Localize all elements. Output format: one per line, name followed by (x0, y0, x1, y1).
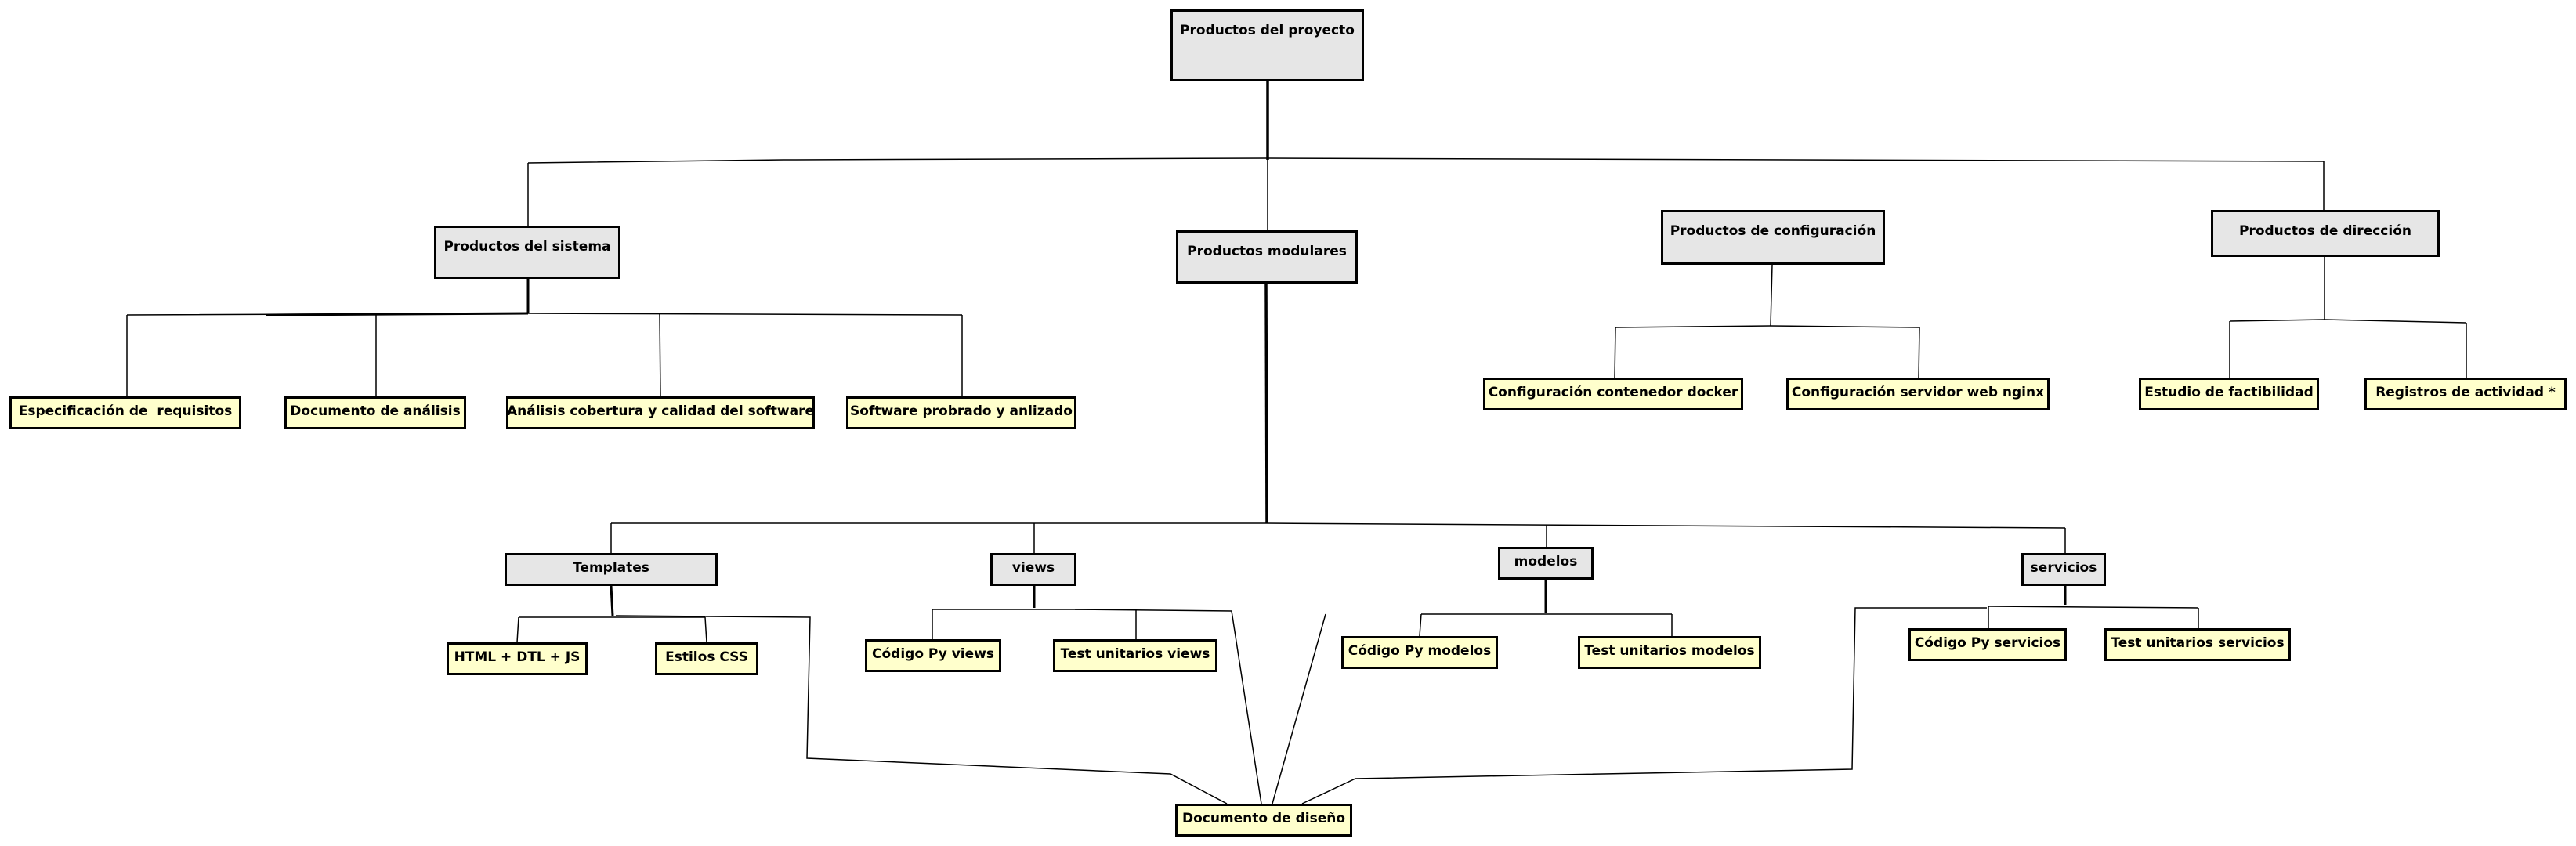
node-codigo-py-views: Código Py views (865, 639, 1001, 672)
node-servicios: servicios (2021, 553, 2106, 586)
connector-templates-stem (610, 585, 614, 616)
node-productos-modulares: Productos modulares (1176, 230, 1358, 284)
node-views: views (990, 553, 1076, 586)
connector-modelos-to-diseno (1272, 613, 1326, 804)
node-test-unitarios-views: Test unitarios views (1053, 639, 1217, 672)
connector-to-css (704, 616, 707, 643)
node-estudio-factibilidad: Estudio de factibilidad (2139, 378, 2319, 410)
connector-templates-to-diseno (615, 615, 1228, 804)
node-registros-actividad: Registros de actividad * (2364, 378, 2567, 410)
node-especificacion-requisitos: Especificación de requisitos (9, 396, 241, 429)
node-productos-configuracion: Productos de configuración (1661, 210, 1885, 265)
node-codigo-py-modelos: Código Py modelos (1341, 636, 1498, 669)
connector-configuracion-bus (1615, 325, 1920, 328)
connector-servicios-bus (1988, 606, 2199, 609)
node-documento-diseno: Documento de diseño (1175, 804, 1352, 837)
connector-sistema-bus (126, 313, 963, 316)
node-software-probrado: Software probrado y anlizado (846, 396, 1076, 429)
connector-level1-bus (527, 157, 2325, 164)
node-html-dtl-js: HTML + DTL + JS (447, 642, 588, 675)
connector-to-py-modelos (1419, 613, 1422, 637)
node-estilos-css: Estilos CSS (655, 642, 758, 675)
connector-views-to-diseno (1074, 609, 1262, 804)
node-documento-analisis: Documento de análisis (284, 396, 466, 429)
node-productos-sistema: Productos del sistema (434, 226, 620, 279)
connector-configuracion-stem (1770, 264, 1773, 327)
node-codigo-py-servicios: Código Py servicios (1908, 628, 2067, 661)
node-analisis-cobertura: Análisis cobertura y calidad del softwar… (506, 396, 815, 429)
connector-to-html (516, 616, 519, 643)
node-config-docker: Configuración contenedor docker (1483, 378, 1743, 410)
node-productos-proyecto: Productos del proyecto (1170, 9, 1364, 81)
node-templates: Templates (505, 553, 718, 586)
node-modelos: modelos (1498, 547, 1594, 580)
connector-modulares-stem (1264, 283, 1268, 524)
node-test-unitarios-servicios: Test unitarios servicios (2104, 628, 2291, 661)
connector-direccion-bus (2229, 319, 2467, 324)
connector-modulares-bus (611, 522, 2066, 529)
connector-servicios-to-diseno (1301, 607, 1987, 804)
node-productos-direccion: Productos de dirección (2211, 210, 2440, 257)
node-config-nginx: Configuración servidor web nginx (1786, 378, 2050, 410)
node-test-unitarios-modelos: Test unitarios modelos (1578, 636, 1761, 669)
